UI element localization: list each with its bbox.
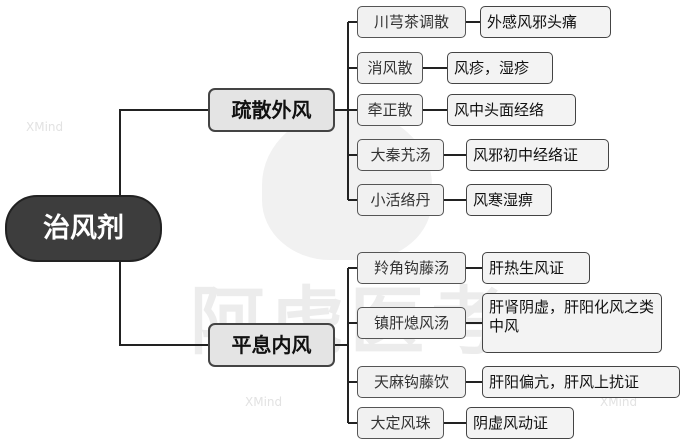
connector — [119, 228, 208, 346]
formula-node[interactable]: 消风散 — [357, 52, 423, 84]
root-topic[interactable]: 治风剂 — [5, 195, 162, 262]
indication-node[interactable]: 风疹，湿疹 — [447, 52, 553, 84]
formula-node[interactable]: 牵正散 — [357, 94, 423, 126]
watermark-brand: XMind — [245, 395, 283, 409]
connector — [348, 267, 357, 424]
formula-node[interactable]: 天麻钩藤饮 — [357, 366, 466, 398]
watermark-brand: XMind — [26, 120, 64, 134]
indication-node[interactable]: 肝肾阴虚，肝阳化风之类中风 — [482, 293, 662, 353]
indication-node[interactable]: 肝热生风证 — [482, 252, 590, 284]
indication-node[interactable]: 风邪初中经络证 — [466, 139, 609, 171]
indication-node[interactable]: 阴虚风动证 — [466, 407, 574, 439]
formula-node[interactable]: 小活络丹 — [357, 184, 444, 216]
branch-calm-internal-wind[interactable]: 平息内风 — [208, 323, 335, 367]
indication-node[interactable]: 肝阳偏亢，肝风上扰证 — [482, 366, 680, 398]
connector — [348, 21, 357, 201]
indication-node[interactable]: 风寒湿痹 — [466, 184, 552, 216]
formula-node[interactable]: 镇肝熄风汤 — [357, 307, 466, 339]
indication-node[interactable]: 外感风邪头痛 — [480, 6, 611, 38]
formula-node[interactable]: 大秦艽汤 — [357, 139, 444, 171]
formula-node[interactable]: 川芎茶调散 — [357, 6, 466, 38]
indication-node[interactable]: 风中头面经络 — [447, 94, 576, 126]
formula-node[interactable]: 羚角钩藤汤 — [357, 252, 466, 284]
watermark-brand: XMind — [600, 395, 638, 409]
formula-node[interactable]: 大定风珠 — [357, 407, 444, 439]
branch-disperse-external-wind[interactable]: 疏散外风 — [208, 88, 335, 132]
